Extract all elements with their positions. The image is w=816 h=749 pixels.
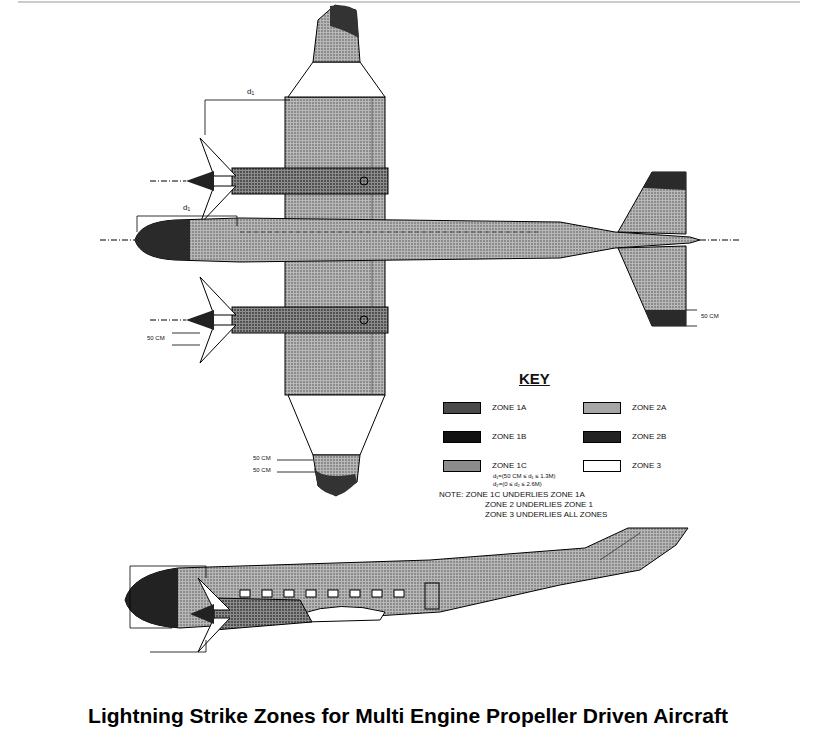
legend-swatch bbox=[583, 460, 621, 472]
top-rule bbox=[18, 2, 800, 3]
dimension-line bbox=[277, 460, 316, 472]
window bbox=[350, 590, 360, 597]
legend-formula: d₂=(0 ≤ d₂ ≤ 2.6M) bbox=[492, 481, 543, 488]
legend-note: NOTE: ZONE 1C UNDERLIES ZONE 1A bbox=[438, 490, 586, 499]
legend-text: ZONE 1A bbox=[492, 403, 526, 412]
center-line bbox=[100, 240, 135, 241]
window bbox=[372, 590, 382, 597]
wing-fairing bbox=[300, 606, 385, 622]
propeller-blade bbox=[200, 325, 236, 363]
nacelle-detail bbox=[360, 177, 368, 185]
window bbox=[240, 590, 250, 597]
tail-tip-dark bbox=[643, 172, 686, 190]
legend-text: ZONE 1B bbox=[492, 432, 526, 441]
legend-text: ZONE 2A bbox=[632, 403, 666, 412]
fin-line bbox=[600, 533, 640, 560]
window bbox=[306, 590, 316, 597]
wing-tip-zone bbox=[313, 455, 360, 496]
legend-formula: d₁=(50 CM ≤ d₁ ≤ 1.3M) bbox=[492, 473, 557, 480]
dimension-label: 50 CM bbox=[252, 467, 272, 474]
dimension-label: 50 CM bbox=[146, 335, 166, 342]
engine-nacelle bbox=[232, 168, 388, 194]
legend-swatch bbox=[443, 431, 481, 443]
dimension-label: 50 CM bbox=[700, 313, 720, 320]
wing-tip-zone bbox=[313, 5, 360, 62]
propeller-blade bbox=[200, 277, 236, 315]
caption: Lightning Strike Zones for Multi Engine … bbox=[88, 704, 728, 728]
propeller-blade bbox=[200, 138, 236, 176]
outer-wing-zone bbox=[288, 62, 385, 97]
tail-tip-dark bbox=[645, 310, 686, 326]
legend-note: ZONE 2 UNDERLIES ZONE 1 bbox=[484, 500, 594, 509]
window bbox=[394, 590, 404, 597]
legend-swatch bbox=[443, 402, 481, 414]
window bbox=[328, 590, 338, 597]
dimension-line bbox=[686, 310, 697, 326]
spinner bbox=[186, 171, 214, 191]
cabin-line bbox=[240, 232, 540, 233]
spinner bbox=[190, 604, 214, 624]
dimension-label: 50 CM bbox=[252, 455, 272, 462]
legend-text: ZONE 1C bbox=[492, 461, 527, 470]
window bbox=[284, 590, 294, 597]
engine-nacelle bbox=[214, 598, 312, 630]
dimension-line bbox=[205, 100, 290, 135]
legend-swatch bbox=[443, 460, 481, 472]
dimension-label: d₁ bbox=[246, 87, 255, 96]
nose-zone bbox=[135, 220, 190, 260]
nose-zone bbox=[125, 568, 178, 628]
center-line bbox=[700, 240, 740, 241]
horizontal-tail bbox=[618, 172, 686, 234]
dimension-line bbox=[137, 216, 237, 232]
wing-tip-dark bbox=[314, 468, 357, 496]
engine-nacelle bbox=[232, 307, 388, 333]
nacelle-detail bbox=[360, 316, 368, 324]
legend-text: ZONE 3 bbox=[632, 461, 661, 470]
legend-swatch bbox=[583, 431, 621, 443]
dimension-label: d₁ bbox=[182, 203, 191, 212]
legend-note: ZONE 3 UNDERLIES ALL ZONES bbox=[484, 510, 608, 519]
outer-wing-zone bbox=[288, 395, 385, 455]
spinner bbox=[186, 310, 214, 330]
center-line bbox=[150, 181, 186, 182]
horizontal-tail bbox=[618, 246, 686, 326]
legend-swatch bbox=[583, 402, 621, 414]
fuselage-side bbox=[125, 528, 688, 628]
window bbox=[262, 590, 272, 597]
dimension-line bbox=[172, 333, 200, 345]
dimension-line bbox=[130, 566, 206, 652]
legend-heading: KEY bbox=[518, 370, 551, 387]
center-line bbox=[150, 320, 186, 321]
legend-text: ZONE 2B bbox=[632, 432, 666, 441]
door bbox=[425, 583, 439, 609]
fuselage bbox=[135, 218, 700, 262]
wing-tip-dark bbox=[330, 5, 359, 38]
